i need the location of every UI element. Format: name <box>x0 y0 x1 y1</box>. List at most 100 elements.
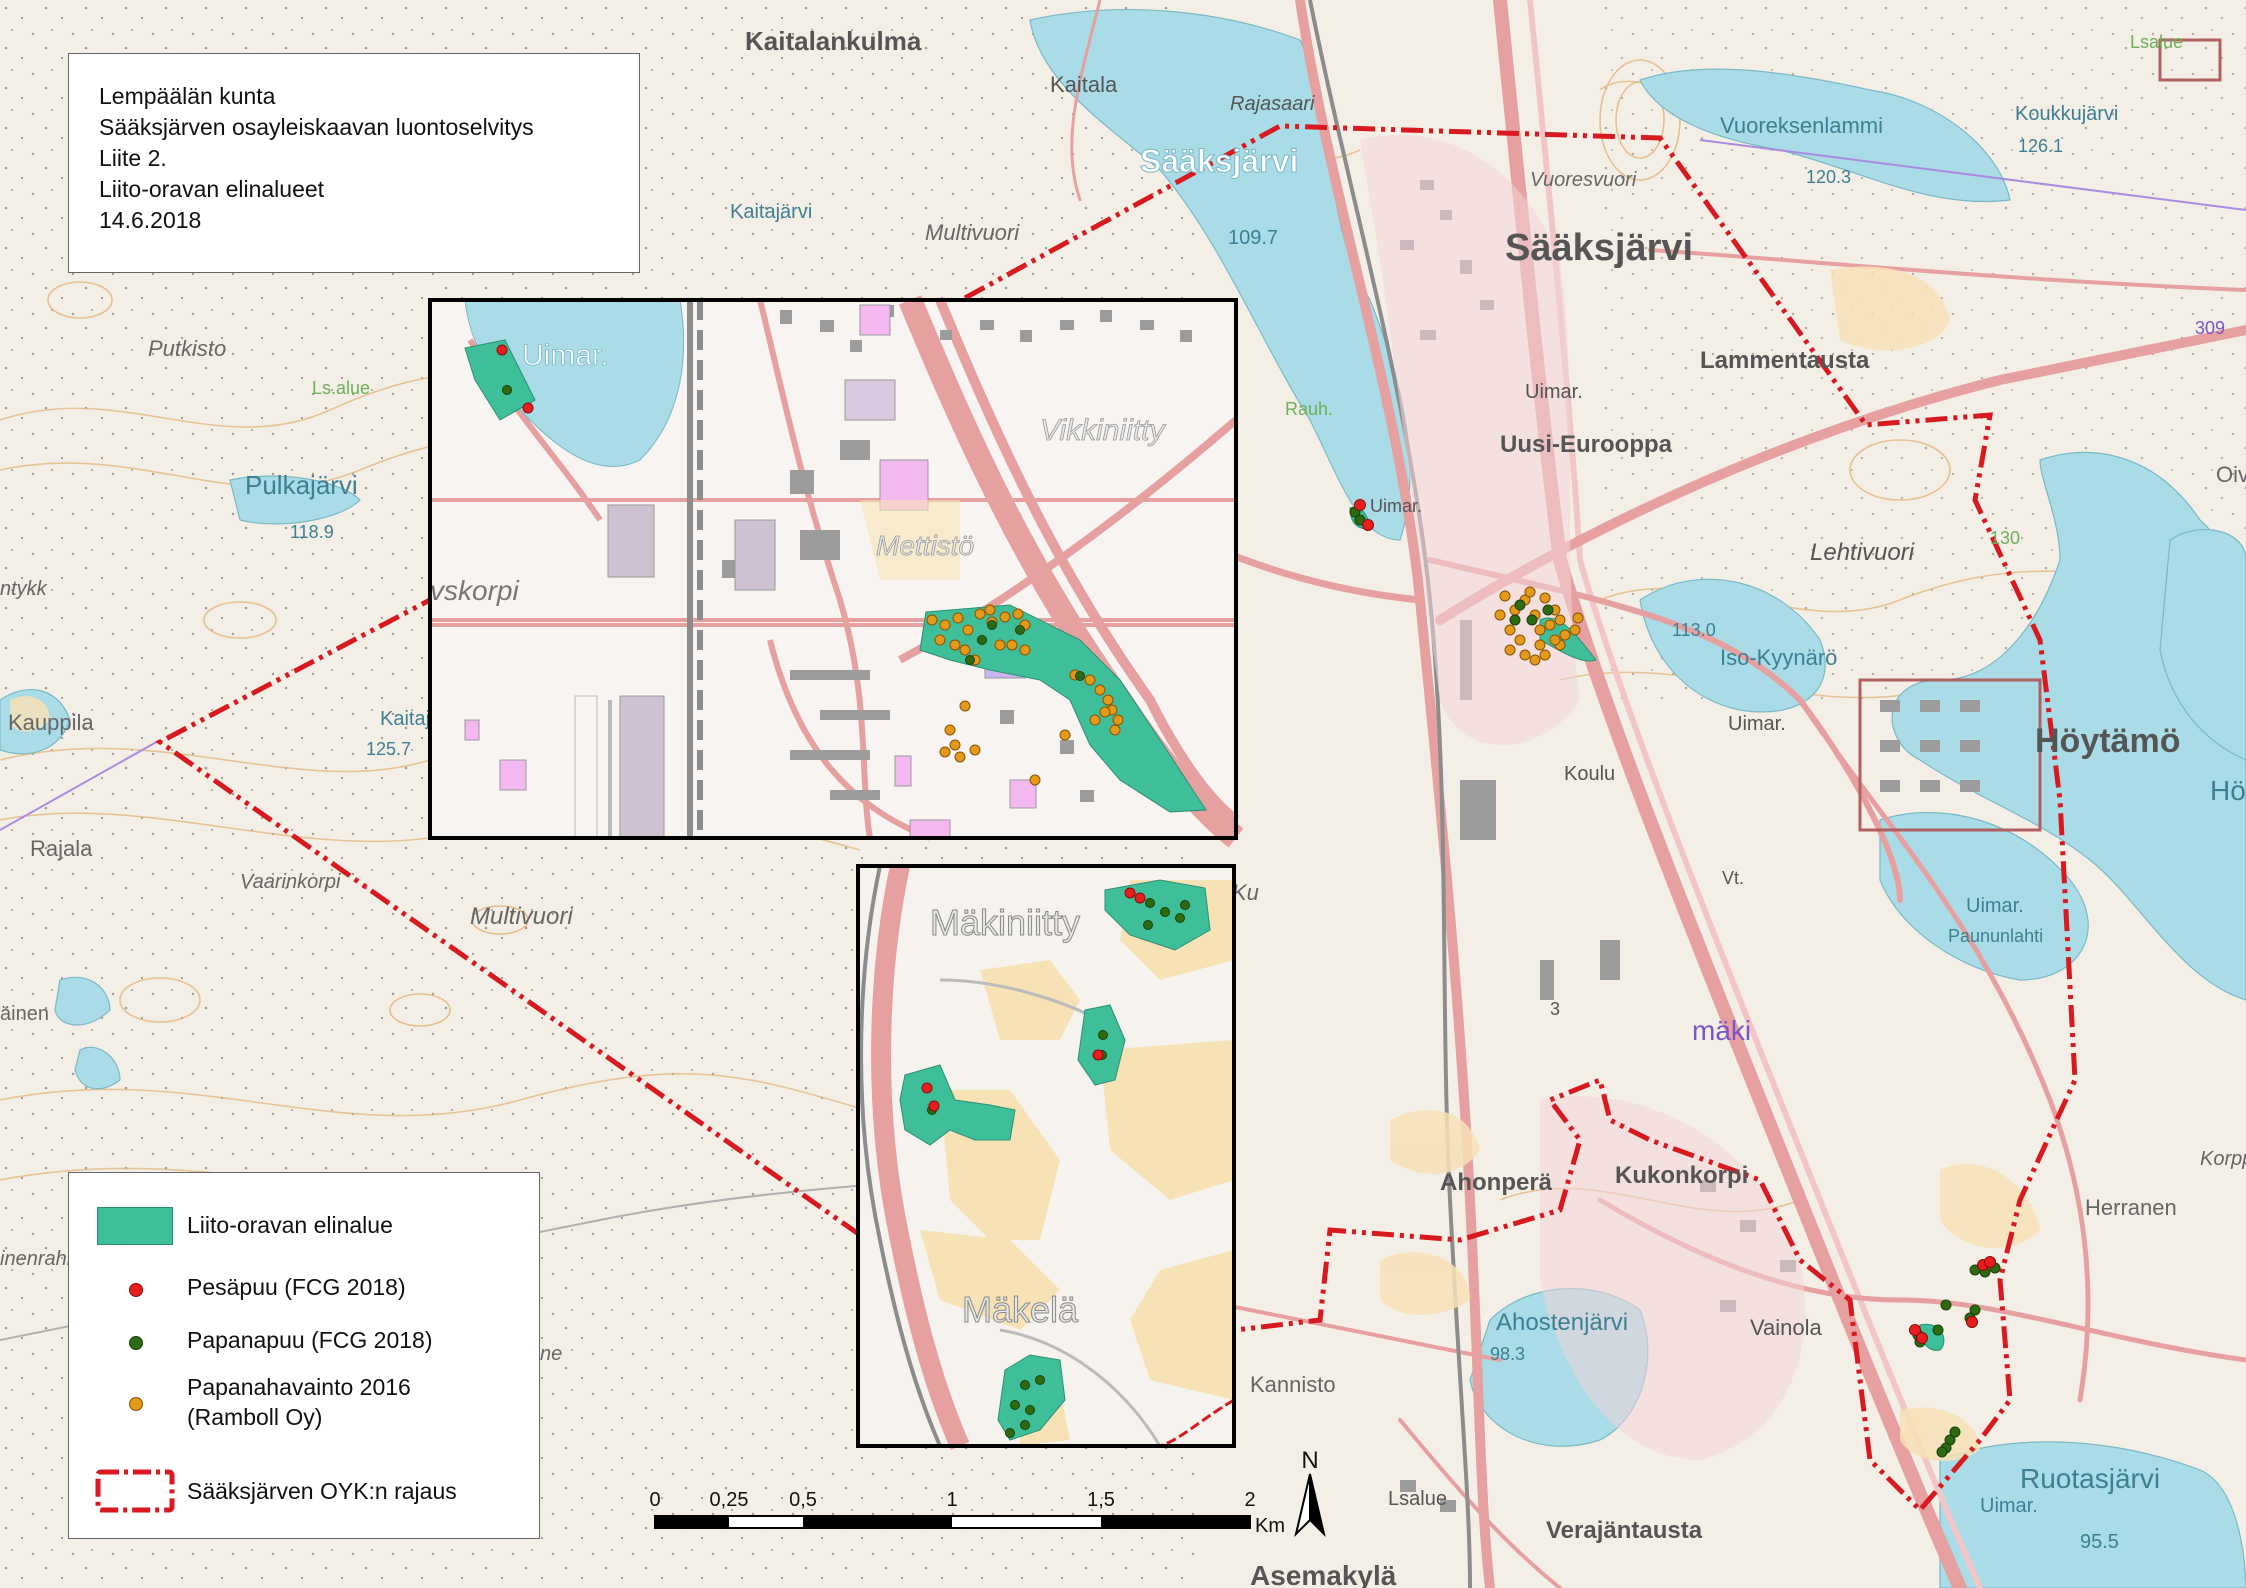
place-label: Kaitalankulma <box>745 26 922 56</box>
place-label: Lsalue <box>1388 1488 1447 1510</box>
place-label: Mäkelä <box>962 1289 1079 1330</box>
scale-bar: 0 0,25 0,5 1 1,5 2 Km <box>649 1489 1285 1537</box>
place-label: Verajäntausta <box>1546 1517 1703 1544</box>
place-label: Asemakylä <box>1250 1560 1397 1588</box>
place-label: Rauh. <box>1285 399 1333 419</box>
title-study: Sääksjärven osayleiskaavan luontoselvity… <box>99 114 534 140</box>
place-label: Uimar. <box>1728 713 1786 735</box>
place-label: Lsalue <box>2130 32 2183 52</box>
dropping-tree-points <box>1349 506 2001 1458</box>
legend-item-dropping-tree: Papanapuu (FCG 2018) <box>69 1326 539 1360</box>
title-box: Lempäälän kunta Sääksjärven osayleiskaav… <box>68 53 640 273</box>
place-label: Ku <box>1232 880 1259 905</box>
place-label: Vikkiniitty <box>1040 414 1166 447</box>
title-subject: Liito-oravan elinalueet <box>99 176 325 202</box>
place-labels: Kaitalankulma Kaitala Rajasaari Sääksjär… <box>0 26 2246 1588</box>
place-label: Mettistö <box>876 530 974 561</box>
scale-bar-segment <box>655 1516 729 1528</box>
inset-north-nest-tree-points <box>496 344 534 414</box>
railway <box>1308 0 1472 1588</box>
fields <box>10 266 2040 1461</box>
legend: Liito-oravan elinalue Pesäpuu (FCG 2018)… <box>68 1172 540 1539</box>
place-label: Uimar. <box>522 339 609 372</box>
place-label: Höytämö <box>2035 722 2180 760</box>
inset-map-north[interactable]: Uimar. Vikkiniitty Mettistö vskorpi <box>428 295 1244 848</box>
place-label: Multivuori <box>470 903 573 930</box>
place-label: Ahostenjärvi <box>1496 1309 1628 1336</box>
place-label: Oiv <box>2216 462 2246 487</box>
place-label: Kaitajärvi <box>730 201 812 223</box>
scale-unit: Km <box>1255 1515 1285 1537</box>
place-label: Uimar. <box>1980 1495 2038 1517</box>
legend-label: Pesäpuu (FCG 2018) <box>187 1274 406 1300</box>
place-label: inenrahka <box>0 1248 88 1270</box>
place-label: Ahonperä <box>1440 1169 1553 1196</box>
nest-tree-points <box>1354 499 1996 1344</box>
buildings <box>1400 38 2222 1512</box>
contour-rings <box>47 59 1951 1027</box>
scale-label: 1,5 <box>1087 1489 1115 1511</box>
scale-label: 2 <box>1244 1489 1255 1511</box>
place-label: Ls.alue <box>312 378 370 398</box>
place-label: ntykk <box>0 578 48 600</box>
place-label: Koulu <box>1564 763 1615 785</box>
place-label: Vt. <box>1722 868 1744 888</box>
inset-south-points <box>921 887 1190 1438</box>
place-label: äinen <box>0 1003 49 1025</box>
place-label: 130 <box>1990 528 2020 548</box>
inset-south-roads <box>859 863 1235 1450</box>
place-label: 98.3 <box>1490 1344 1525 1364</box>
inset-map-south[interactable]: Mäkiniitty Mäkelä <box>856 863 1236 1450</box>
place-label: Rajala <box>30 836 93 861</box>
scale-label: 0 <box>649 1489 660 1511</box>
place-label: Iso-Kyynärö <box>1720 645 1837 670</box>
place-label: Korpp <box>2200 1148 2246 1170</box>
place-label: Mäkiniitty <box>930 902 1080 943</box>
place-label: Paununlahti <box>1948 926 2043 946</box>
inset-north-frame <box>428 298 1238 840</box>
scale-bar-segment <box>803 1516 952 1528</box>
title-municipality: Lempäälän kunta <box>99 83 276 109</box>
inset-south-labels: Mäkiniitty Mäkelä <box>930 902 1081 1331</box>
place-label: Vuoreksenlammi <box>1720 113 1883 138</box>
legend-label: Papanahavainto 2016 <box>187 1374 411 1400</box>
place-label: Uusi-Eurooppa <box>1500 431 1673 458</box>
legend-item-dropping-2016: Papanahavainto 2016 (Ramboll Oy) <box>69 1373 539 1433</box>
place-label: 113.0 <box>1672 620 1716 640</box>
oyk-boundary <box>155 123 2078 1514</box>
place-label: Hö <box>2210 775 2246 806</box>
boundary-line-icon <box>95 1469 175 1513</box>
place-label: Vaarinkorpi <box>240 871 341 893</box>
place-label: Sääksjärvi <box>1505 227 1693 269</box>
place-label: Pulkajärvi <box>245 470 358 500</box>
scale-label: 1 <box>946 1489 957 1511</box>
place-label: 120.3 <box>1806 167 1851 187</box>
inset-north-points <box>496 344 1124 786</box>
power-line <box>1699 139 2246 211</box>
north-arrow-icon: N <box>1294 1447 1326 1538</box>
power-line-west <box>0 739 161 831</box>
place-label: Koukkujärvi <box>2015 103 2118 125</box>
orange-dot-icon <box>129 1397 143 1411</box>
place-label: vskorpi <box>430 575 519 606</box>
place-label: Lammentausta <box>1700 347 1870 374</box>
inset-north-habitat-2 <box>919 604 1207 813</box>
legend-item-habitat: Liito-oravan elinalue <box>69 1207 539 1247</box>
inset-north-large-buildings <box>464 304 1037 839</box>
place-label: Rajasaari <box>1230 93 1315 115</box>
place-label: Putkisto <box>148 336 226 361</box>
legend-label: Liito-oravan elinalue <box>187 1212 393 1238</box>
place-label: Kannisto <box>1250 1372 1336 1397</box>
place-label: 125.7 <box>366 739 411 759</box>
place-label: Uimar. <box>1525 381 1583 403</box>
place-label: Herranen <box>2085 1195 2177 1220</box>
scale-bar-segment <box>1101 1516 1250 1528</box>
place-label: 118.9 <box>290 522 334 542</box>
north-label: N <box>1301 1447 1318 1474</box>
red-dot-icon <box>129 1283 143 1297</box>
place-label: Kauppila <box>8 710 94 735</box>
inset-north-habitat-1 <box>464 339 536 421</box>
place-label: Uimar. <box>1370 496 1422 516</box>
place-label: Uimar. <box>1966 895 2024 917</box>
place-label: 126.1 <box>2018 136 2063 156</box>
